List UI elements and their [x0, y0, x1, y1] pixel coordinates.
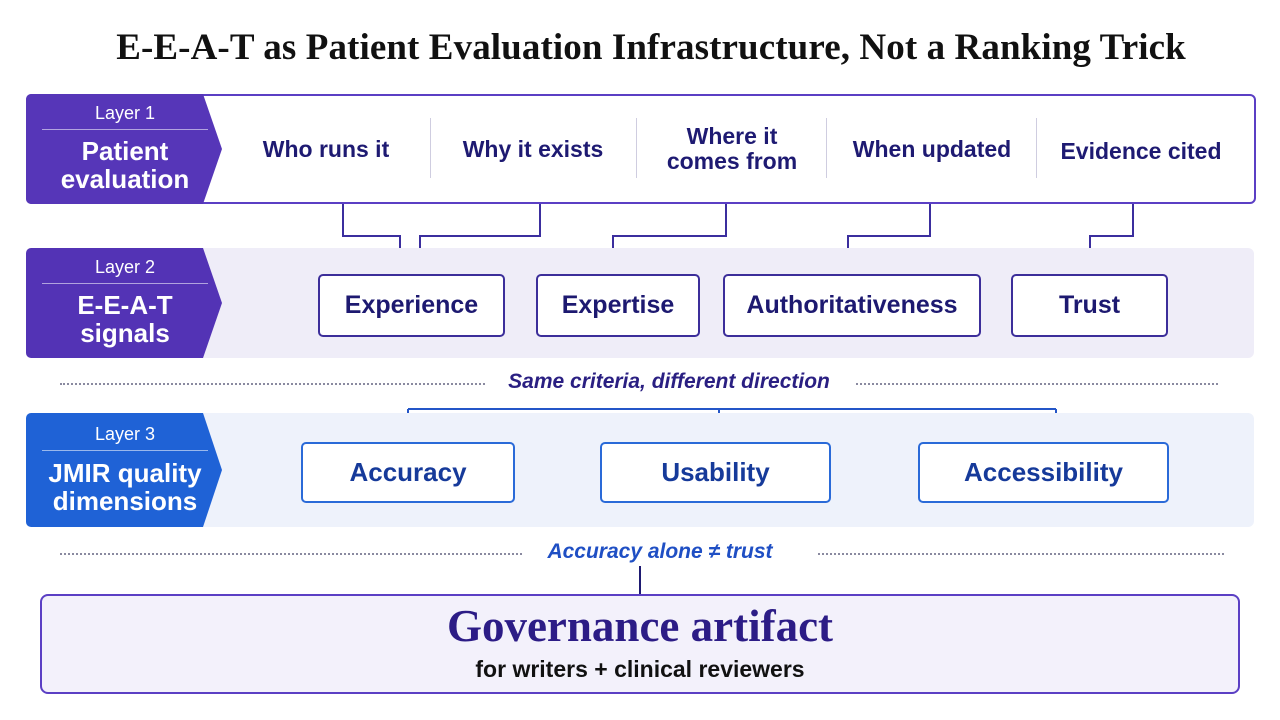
- divider: [826, 118, 827, 178]
- layer3-title-line2: dimensions: [52, 486, 198, 516]
- layer1-panel: [26, 94, 1256, 204]
- question-why-it-exists: Why it exists: [434, 94, 632, 204]
- layer2-tag: Layer 2 E-E-A-T signals: [26, 248, 222, 358]
- signal-expertise: Expertise: [536, 274, 700, 337]
- layer3-number: Layer 3: [94, 424, 156, 444]
- question-label-line2: comes from: [666, 148, 798, 174]
- divider: [430, 118, 431, 178]
- divider: [1036, 118, 1037, 178]
- question-label: When updated: [852, 135, 1012, 162]
- dimension-usability: Usability: [600, 442, 831, 503]
- separator-accuracy-alone: Accuracy alone ≠ trust: [547, 540, 773, 563]
- dimension-accuracy: Accuracy: [301, 442, 515, 503]
- layer2-title-line2: signals: [80, 318, 170, 348]
- question-who-runs-it: Who runs it: [228, 94, 424, 204]
- governance-box: [40, 594, 1240, 694]
- dotted-separator: [856, 383, 1218, 385]
- layer2-number: Layer 2: [94, 257, 156, 277]
- question-evidence-cited: Evidence cited: [1040, 94, 1242, 204]
- separator-same-criteria: Same criteria, different direction: [508, 370, 830, 393]
- dimension-accessibility: Accessibility: [918, 442, 1169, 503]
- divider: [636, 118, 637, 178]
- signal-experience: Experience: [318, 274, 505, 337]
- governance-title: Governance artifact: [446, 601, 834, 651]
- signal-trust: Trust: [1011, 274, 1168, 337]
- question-when-updated: When updated: [830, 94, 1034, 204]
- layer1-title-line2: evaluation: [60, 164, 190, 194]
- layer1-number: Layer 1: [94, 103, 156, 123]
- dotted-separator: [60, 553, 522, 555]
- question-label: Evidence cited: [1060, 137, 1222, 164]
- question-label-line1: Where it: [686, 123, 778, 149]
- page-title: E-E-A-T as Patient Evaluation Infrastruc…: [116, 27, 1186, 68]
- layer3-divider: [42, 450, 208, 451]
- question-label: Why it exists: [462, 135, 604, 162]
- layer3-tag: Layer 3 JMIR quality dimensions: [26, 413, 222, 527]
- layer1-tag: Layer 1 Patient evaluation: [26, 94, 222, 204]
- question-label: Who runs it: [262, 135, 390, 162]
- governance-subtitle: for writers + clinical reviewers: [475, 656, 805, 682]
- signal-authoritativeness: Authoritativeness: [723, 274, 981, 337]
- question-where-it-comes-from: Where it comes from: [640, 94, 824, 204]
- dotted-separator: [60, 383, 485, 385]
- layer2-title-line1: E-E-A-T: [77, 290, 173, 320]
- layer2-divider: [42, 283, 208, 284]
- dotted-separator: [818, 553, 1224, 555]
- layer3-title-line1: JMIR quality: [48, 458, 202, 488]
- layer1-divider: [42, 129, 208, 130]
- layer1-title-line1: Patient: [81, 136, 169, 166]
